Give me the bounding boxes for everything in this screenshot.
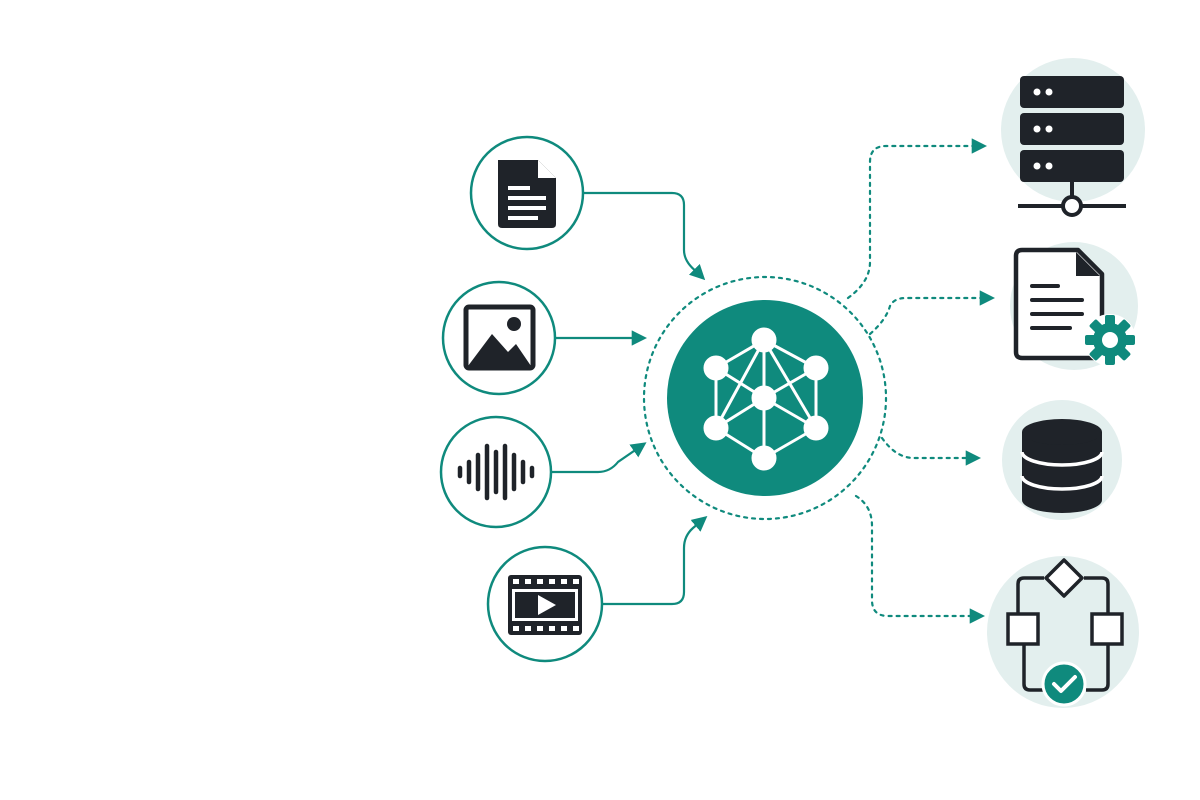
document-settings-icon xyxy=(1013,247,1136,366)
connector-hub-to-server xyxy=(846,138,988,300)
server-rack-icon xyxy=(1018,76,1126,217)
connector-audio-to-hub xyxy=(552,442,647,474)
output-node-database[interactable] xyxy=(1002,400,1122,520)
connector-hub-to-workflow xyxy=(854,494,986,624)
connector-hub-to-document-settings xyxy=(868,290,996,336)
connector-document-to-hub xyxy=(583,191,706,281)
input-connectors xyxy=(552,191,708,606)
hub-dotted-ring xyxy=(642,275,888,521)
video-film-icon xyxy=(508,575,582,635)
image-icon xyxy=(463,304,536,371)
checkmark-badge-icon xyxy=(1041,661,1087,707)
output-node-server[interactable] xyxy=(1001,58,1145,217)
input-node-video[interactable] xyxy=(486,545,604,663)
central-hub xyxy=(642,275,888,521)
network-graph-icon xyxy=(703,327,829,471)
input-node-image[interactable] xyxy=(441,280,557,396)
audio-waveform-icon xyxy=(457,443,535,501)
document-icon xyxy=(498,160,556,228)
workflow-check-icon xyxy=(1006,558,1124,707)
connector-hub-to-database xyxy=(880,436,982,466)
output-connectors xyxy=(846,138,996,624)
input-node-document[interactable] xyxy=(469,135,585,251)
output-node-workflow[interactable] xyxy=(987,556,1139,708)
connector-video-to-hub xyxy=(602,516,708,606)
database-icon xyxy=(1020,419,1104,513)
output-node-document-settings[interactable] xyxy=(1010,242,1138,370)
input-node-audio[interactable] xyxy=(439,415,553,529)
gear-icon xyxy=(1084,314,1136,366)
